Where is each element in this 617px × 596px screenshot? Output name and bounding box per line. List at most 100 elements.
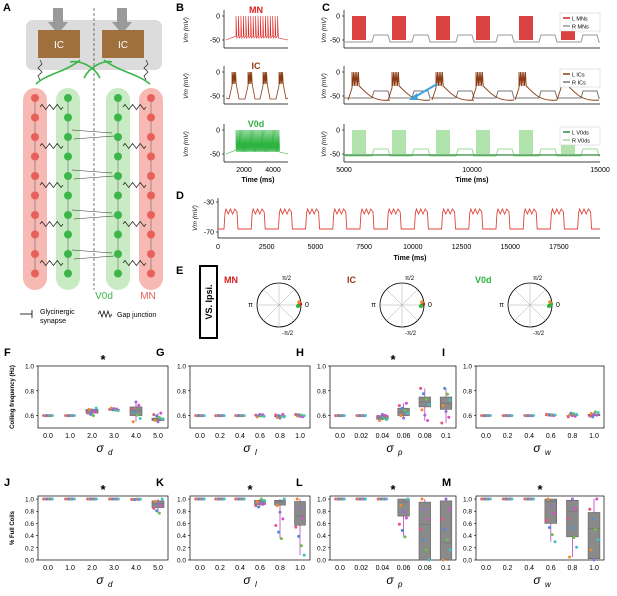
x-tick-label: 0.4 <box>235 565 245 572</box>
sample-dot <box>279 537 283 541</box>
sample-dot <box>89 412 93 416</box>
x-tick-label: 0.2 <box>503 433 513 440</box>
x-tick-label: 17500 <box>549 244 569 251</box>
sample-dot <box>363 497 367 501</box>
x-axis-label: Time (ms) <box>394 255 427 262</box>
sample-dot <box>440 421 444 425</box>
sample-dot <box>444 497 448 501</box>
sample-dot <box>385 497 389 501</box>
box-3 <box>254 497 266 509</box>
panel-letter-a: A <box>3 2 11 14</box>
x-tick-label: 0.1 <box>441 433 451 440</box>
left-population-burst <box>476 130 490 154</box>
mn-left-neuron <box>31 211 39 219</box>
y-axis-label: Vm (mV) <box>192 205 199 231</box>
left-population-trace <box>514 71 558 101</box>
y-axis-label: Vm (mV) <box>321 17 328 43</box>
box-5 <box>439 497 453 562</box>
panel-letter-i: I <box>442 347 445 359</box>
sample-dot <box>570 497 574 501</box>
panel-letter-l: L <box>296 477 303 489</box>
x-tick-label: 0.08 <box>418 433 432 440</box>
y-axis-label: Vm (mV) <box>183 73 190 99</box>
box-1 <box>355 497 368 501</box>
box-5 <box>439 386 453 425</box>
sample-dot <box>397 404 401 408</box>
box-iqr <box>439 500 453 561</box>
left-population-burst <box>392 16 406 40</box>
sample-dot <box>550 533 554 537</box>
blue-arrowhead-icon <box>409 93 418 100</box>
glycinergic-projection <box>71 249 113 254</box>
box-iqr <box>418 501 431 561</box>
mn-left-neuron <box>31 113 39 122</box>
gap-junction-icon <box>122 103 147 111</box>
sample-dot <box>90 409 94 413</box>
x-tick-label: 1.0 <box>295 565 305 572</box>
sample-dot <box>294 525 298 529</box>
sample-dot <box>402 510 406 514</box>
ic-left-box <box>38 30 80 58</box>
box-4 <box>418 497 431 562</box>
mn-right-neuron <box>147 191 155 200</box>
polar-label-top: π/2 <box>282 276 292 282</box>
polar-gridline <box>263 289 295 321</box>
sample-dot <box>130 407 134 411</box>
y-tick-label: 0.8 <box>317 388 326 395</box>
x-tick-label: 0.06 <box>397 433 411 440</box>
plot-frame <box>189 365 311 429</box>
panel-letter-d: D <box>176 190 184 202</box>
sample-dot <box>510 497 514 501</box>
mn-right-neuron <box>147 133 155 141</box>
legend-synapse: synapse <box>40 318 66 325</box>
sample-dot <box>427 558 431 562</box>
sample-dot <box>397 522 401 526</box>
v0d-right-neuron <box>114 133 122 141</box>
y-tick-label: -50 <box>330 94 340 101</box>
x-tick-label: 0.0 <box>335 433 345 440</box>
sample-dot <box>94 497 98 501</box>
y-tick-label: 0.4 <box>25 533 34 540</box>
sample-dot <box>259 497 263 501</box>
sample-dot <box>588 507 592 511</box>
box-4 <box>566 411 579 419</box>
polar-title: V0d <box>475 275 492 285</box>
y-tick-label: 0.8 <box>25 388 34 395</box>
sample-dot <box>255 500 259 504</box>
glycinergic-projection <box>73 215 115 220</box>
y-tick-label: 0 <box>336 70 340 77</box>
sample-dot <box>295 497 299 501</box>
x-axis-label: σ <box>386 573 394 587</box>
x-axis-label: Time (ms) <box>456 177 489 184</box>
v0d-right-neuron <box>114 172 122 180</box>
y-axis-label: % Full Coils <box>10 510 16 545</box>
polar-label-left: π <box>248 302 253 309</box>
sample-dot <box>569 411 573 415</box>
y-tick-label: 0.8 <box>177 388 186 395</box>
mn-right-neuron <box>147 152 155 161</box>
x-tick-label: 5000 <box>308 244 324 251</box>
glycinergic-projection <box>71 129 113 134</box>
y-tick-label: 0.0 <box>25 558 34 565</box>
sample-dot <box>277 530 281 534</box>
sample-dot <box>72 414 76 418</box>
v0d-left-neuron <box>64 269 72 278</box>
sample-dot <box>427 402 431 406</box>
y-tick-label: 0 <box>216 70 220 77</box>
y-tick-label: 1.0 <box>463 497 472 504</box>
sample-dot <box>297 534 301 538</box>
legend-entry: L ICs <box>572 73 585 79</box>
left-population-trace <box>387 71 431 101</box>
box-2 <box>523 497 536 501</box>
sample-dot <box>399 414 403 418</box>
left-population-burst <box>476 16 490 40</box>
x-axis-label-subscript: p <box>397 580 403 589</box>
v0d-left-neuron <box>64 230 72 239</box>
box-1 <box>501 497 514 501</box>
sample-dot <box>274 413 278 417</box>
sample-dot <box>281 517 285 521</box>
